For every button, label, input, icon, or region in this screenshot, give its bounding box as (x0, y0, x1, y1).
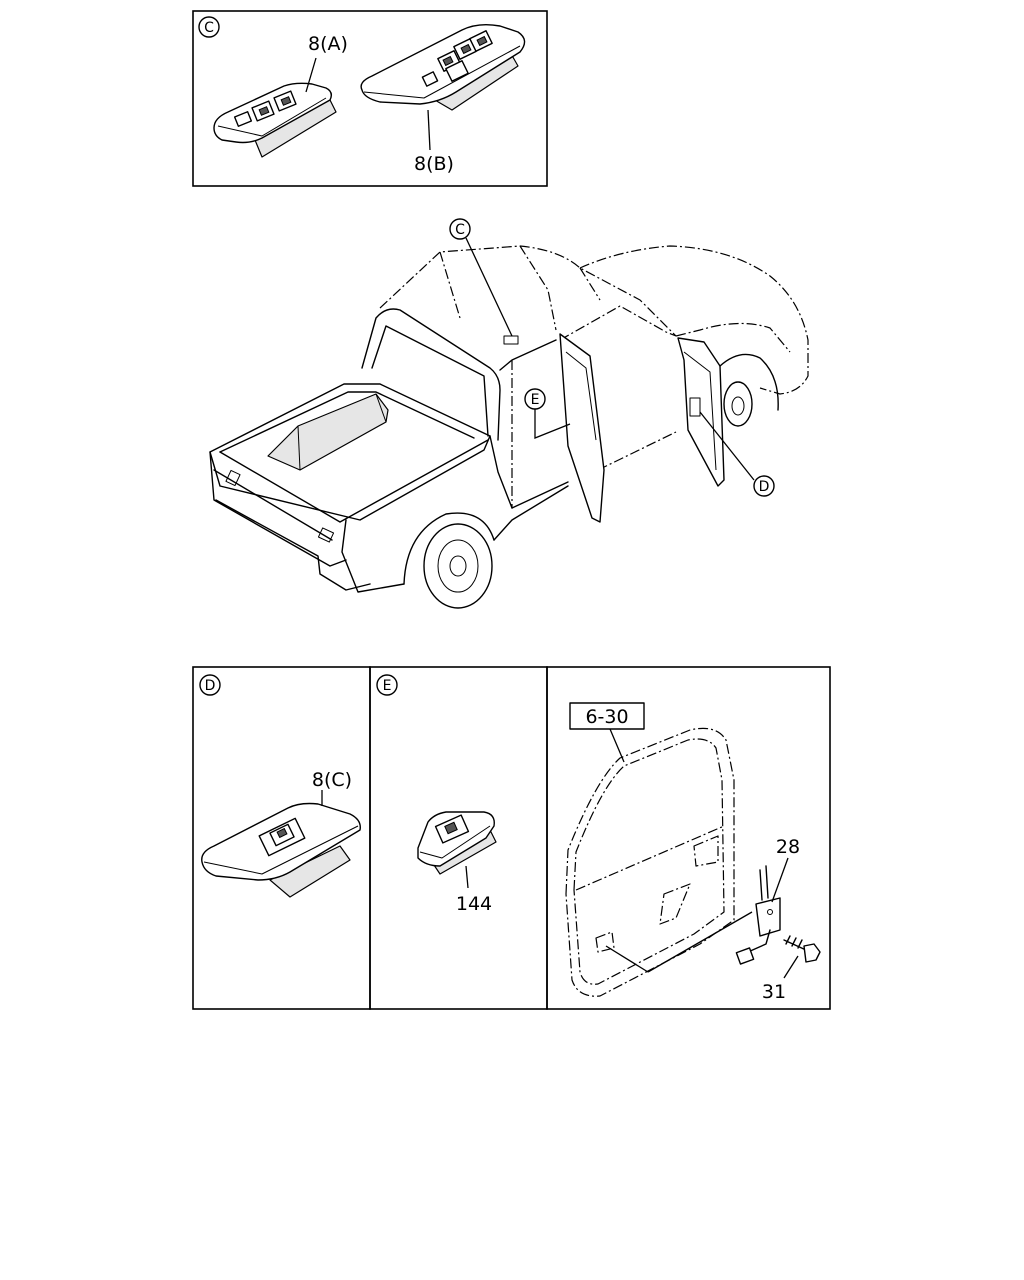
leader-switch-location (605, 945, 649, 973)
view-marker-d-vehicle-circle (753, 475, 775, 497)
window-switch-8a (213, 82, 337, 158)
view-marker-c-label: C (204, 20, 214, 36)
switch-bracket-28 (735, 865, 781, 965)
vehicle-overview-drawing (209, 245, 809, 609)
callout-8b: 8(B) (414, 153, 454, 175)
view-marker-c-circle (198, 16, 220, 38)
leader-view-d (699, 411, 755, 481)
detail-panel-d: D 8(C) (192, 666, 371, 1010)
window-switch-144 (417, 811, 497, 875)
door-panel-drawing (565, 727, 735, 997)
view-marker-d-vehicle-label: D (759, 479, 770, 495)
leader-31 (783, 955, 799, 979)
leader-8a (305, 57, 317, 93)
reference-6-30-label: 6-30 (585, 706, 628, 728)
callout-31: 31 (762, 981, 786, 1003)
leader-28 (771, 857, 789, 903)
leader-view-e (534, 408, 571, 439)
view-marker-e-label: E (383, 678, 392, 694)
window-switch-8c (201, 802, 361, 898)
callout-8a: 8(A) (308, 33, 348, 55)
detail-panel-door: 6-30 28 31 (546, 666, 831, 1010)
leader-144 (465, 865, 469, 889)
front-door-switch-location (689, 397, 701, 417)
detail-panel-e: E 144 (369, 666, 548, 1010)
window-switch-8b (360, 23, 526, 111)
reference-box-6-30 (569, 702, 645, 730)
leader-switch-to-bracket (647, 911, 753, 973)
view-marker-e-vehicle-circle (524, 388, 546, 410)
detail-panel-c: C 8(A) 8(B) (192, 10, 548, 187)
view-marker-c-vehicle-circle (449, 218, 471, 240)
callout-28: 28 (776, 836, 800, 858)
callout-8c: 8(C) (312, 769, 352, 791)
leader-view-c (465, 237, 513, 337)
callout-144: 144 (456, 893, 492, 915)
view-marker-e-circle (376, 674, 398, 696)
view-marker-e-vehicle-label: E (531, 392, 540, 408)
leader-6-30 (609, 728, 625, 763)
leader-8b (427, 109, 431, 151)
view-marker-d-circle (199, 674, 221, 696)
bolt-31 (783, 935, 821, 963)
view-marker-d-label: D (205, 678, 216, 694)
view-marker-c-vehicle-label: C (455, 222, 465, 238)
